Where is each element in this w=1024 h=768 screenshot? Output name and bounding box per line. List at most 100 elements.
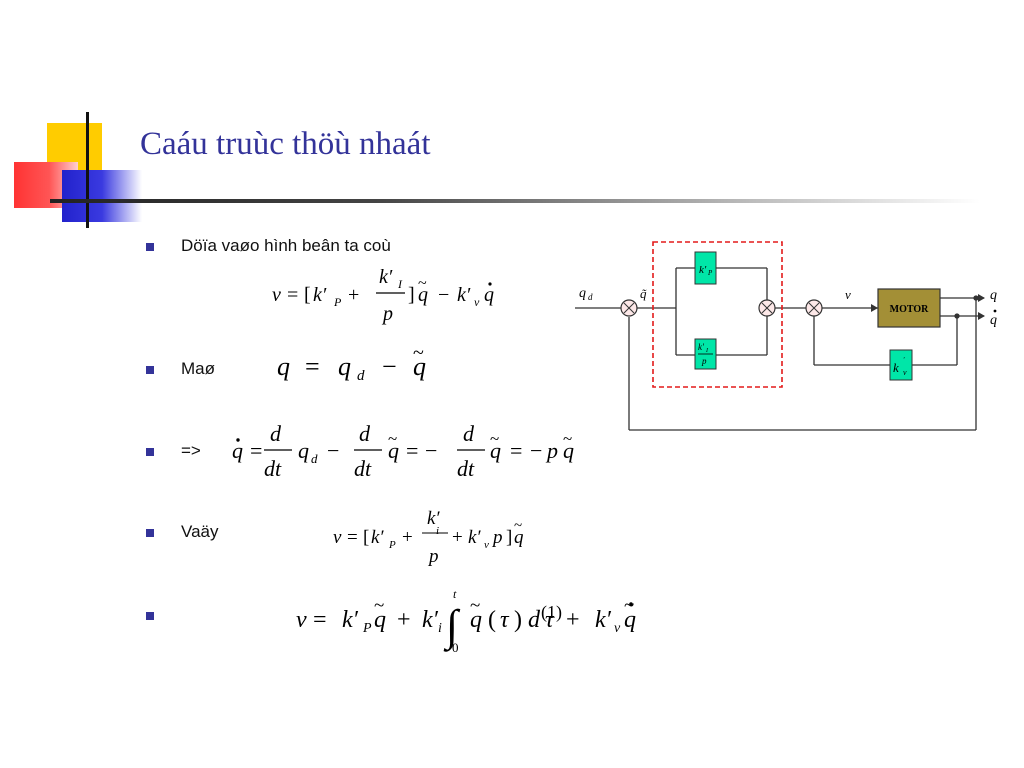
- svg-text:d: d: [528, 607, 541, 633]
- svg-text:P: P: [707, 269, 713, 277]
- summing-junction-3: [805, 299, 823, 317]
- svg-text:v: v: [474, 295, 480, 309]
- svg-text:−: −: [425, 438, 437, 463]
- svg-text:k′: k′: [698, 342, 705, 352]
- equation-3: q = d dt q d − d dt q ~ = − d dt q ~ = −…: [232, 421, 574, 481]
- input-qd-subscript: d: [588, 292, 593, 302]
- svg-text:+: +: [348, 284, 359, 306]
- svg-text:): ): [514, 607, 522, 633]
- svg-text:I: I: [397, 277, 403, 291]
- output-qdot-label: q: [990, 313, 997, 328]
- svg-text:k′: k′: [371, 527, 384, 548]
- svg-text:i: i: [438, 621, 442, 636]
- svg-text:+: +: [402, 527, 413, 548]
- svg-text:k′: k′: [422, 607, 439, 633]
- svg-text:p: p: [381, 303, 393, 325]
- equation-4: v = [ k′ P + k′ i p + k′ v p ] q ~: [333, 508, 524, 567]
- bullet-text-4: Vaäy: [181, 522, 219, 541]
- svg-text:0: 0: [452, 640, 459, 655]
- svg-text:k′: k′: [457, 284, 471, 306]
- svg-text:=: =: [347, 527, 358, 548]
- signal-v-label: v: [845, 287, 851, 302]
- svg-text:+: +: [566, 607, 580, 633]
- svg-text:τ: τ: [545, 607, 555, 633]
- svg-text:=: =: [250, 438, 262, 463]
- svg-text:−: −: [327, 438, 339, 463]
- svg-text:dt: dt: [457, 456, 475, 481]
- svg-text:d: d: [463, 421, 475, 446]
- svg-text:~: ~: [418, 275, 427, 292]
- svg-text:+: +: [397, 607, 411, 633]
- svg-text:d: d: [311, 451, 318, 466]
- svg-text:[: [: [304, 284, 311, 306]
- bullet-text-1: Döïa vaøo hình beân ta coù: [181, 236, 391, 255]
- svg-text:=: =: [406, 438, 418, 463]
- svg-text:q: q: [624, 607, 636, 633]
- svg-text:k′: k′: [595, 607, 612, 633]
- svg-text:k: k: [893, 360, 899, 375]
- svg-text:~: ~: [374, 595, 384, 616]
- svg-text:p: p: [701, 356, 707, 366]
- svg-text:=: =: [313, 607, 327, 633]
- svg-text:′: ′: [903, 356, 905, 364]
- equation-5: v = k′ P q ~ + k′ i ∫ t 0 q ~ ( τ ) d τ …: [296, 587, 636, 655]
- gain-block-kv: k ′ v: [889, 349, 913, 381]
- svg-text:k′: k′: [313, 284, 327, 306]
- svg-text:v: v: [333, 527, 342, 548]
- svg-text:=: =: [510, 438, 522, 463]
- equation-2: q = q d − q ~: [277, 342, 426, 384]
- svg-text:~: ~: [470, 595, 480, 616]
- block-diagram: [575, 267, 985, 431]
- bullet-marker-5: [146, 612, 154, 620]
- svg-text:d: d: [357, 368, 365, 384]
- svg-text:P: P: [362, 621, 372, 636]
- svg-text:~: ~: [514, 518, 522, 534]
- equation-ref: (1): [541, 602, 562, 623]
- svg-text:v: v: [614, 621, 621, 636]
- motor-block: [877, 288, 941, 328]
- motor-label: MOTOR: [890, 304, 929, 315]
- logo-vertical-line: [86, 112, 89, 228]
- logo-blue-square: [62, 170, 142, 222]
- svg-text:−: −: [382, 352, 397, 381]
- svg-text:]: ]: [408, 284, 415, 306]
- svg-text:−: −: [438, 284, 449, 306]
- svg-text:q: q: [490, 438, 501, 463]
- svg-text:v: v: [903, 368, 907, 377]
- svg-text:q: q: [514, 527, 524, 548]
- svg-text:]: ]: [506, 527, 512, 548]
- svg-text:q: q: [232, 438, 243, 463]
- controller-dashed-box: [652, 241, 783, 388]
- svg-text:v: v: [272, 284, 281, 306]
- bullet-marker-1: [146, 243, 154, 251]
- svg-text:d: d: [359, 421, 371, 446]
- summing-junction-1: [620, 299, 638, 317]
- svg-text:q: q: [470, 607, 482, 633]
- equation-1: v = [ k′ P + k′ I p ] q ~ − k′ v q: [272, 266, 494, 325]
- svg-text:(: (: [488, 607, 496, 633]
- svg-text:dt: dt: [264, 456, 282, 481]
- svg-text:p: p: [545, 438, 558, 463]
- bullet-marker-4: [146, 529, 154, 537]
- svg-text:τ: τ: [500, 607, 510, 633]
- svg-text:k′: k′: [699, 264, 707, 276]
- svg-text:~: ~: [413, 342, 424, 364]
- bullet-text-3: =>: [181, 441, 201, 460]
- svg-text:I: I: [705, 348, 709, 354]
- svg-text:i: i: [436, 525, 439, 537]
- svg-text:q: q: [298, 438, 309, 463]
- svg-text:d: d: [270, 421, 282, 446]
- svg-text:k′: k′: [468, 527, 481, 548]
- svg-text:~: ~: [624, 595, 634, 616]
- svg-text:=: =: [305, 352, 320, 381]
- gain-block-ki-over-p: k′ I p: [694, 338, 717, 370]
- error-label: q̃: [640, 286, 647, 301]
- svg-text:v: v: [484, 539, 489, 551]
- svg-text:v: v: [296, 607, 307, 633]
- svg-text:−: −: [530, 438, 542, 463]
- svg-text:~: ~: [388, 429, 397, 448]
- svg-text:P: P: [333, 295, 342, 309]
- svg-text:q: q: [563, 438, 574, 463]
- svg-text:+: +: [452, 527, 463, 548]
